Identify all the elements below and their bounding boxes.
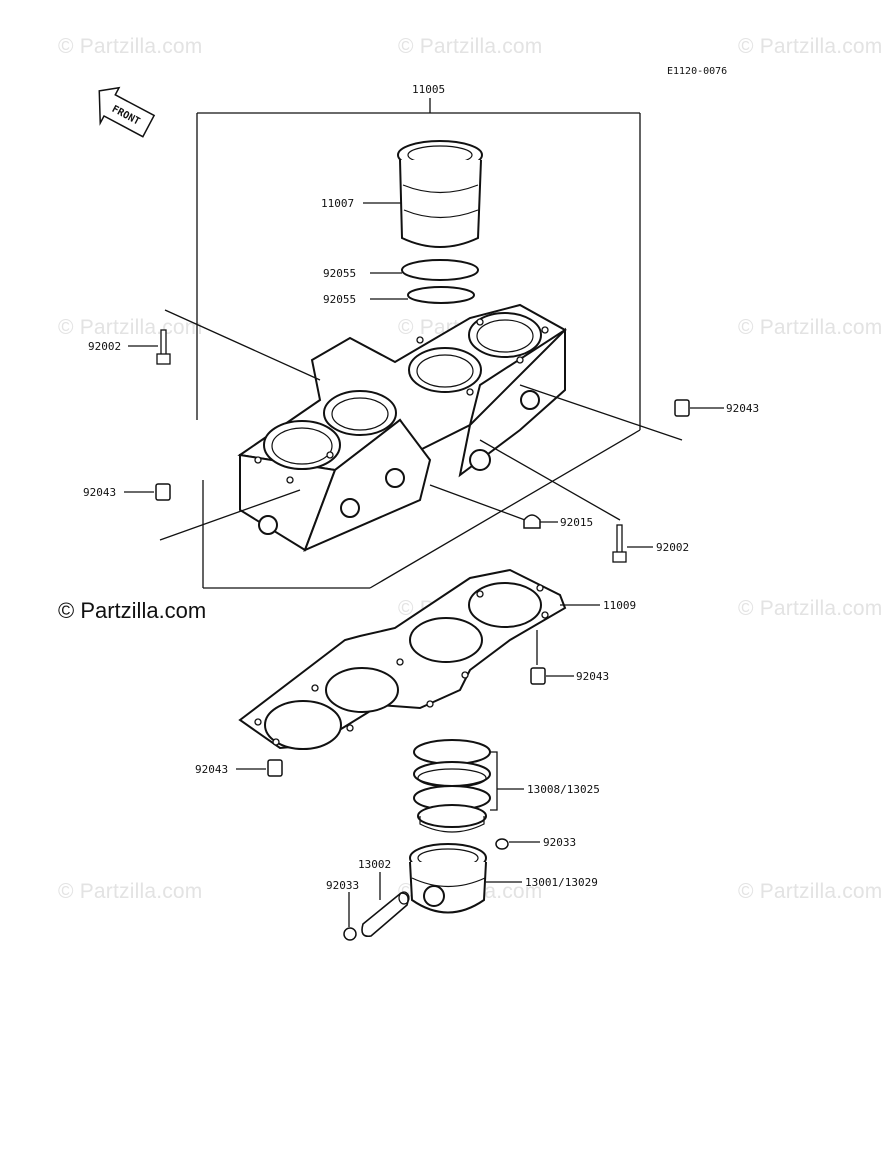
cylinder-block xyxy=(237,303,567,552)
circlip-right xyxy=(495,838,509,850)
part-label-92043-right-top: 92043 xyxy=(726,402,759,415)
watermark: © Partzilla.com xyxy=(738,316,883,339)
part-label-92002-right: 92002 xyxy=(656,541,689,554)
cylinder-assembly-bracket xyxy=(196,98,641,589)
dowel-gasket-right xyxy=(530,667,546,685)
dowel-gasket-left xyxy=(267,759,283,777)
head-gasket xyxy=(238,568,567,750)
part-label-92055-a: 92055 xyxy=(323,267,356,280)
piston-rings xyxy=(413,739,491,833)
part-label-92043-left: 92043 xyxy=(83,486,116,499)
part-label-92015: 92015 xyxy=(560,516,593,529)
part-label-92033-left: 92033 xyxy=(326,879,359,892)
dowel-right-top xyxy=(674,399,690,417)
part-label-92033-right: 92033 xyxy=(543,836,576,849)
o-rings xyxy=(401,259,479,304)
watermark: © Partzilla.com xyxy=(738,880,883,903)
part-label-92055-b: 92055 xyxy=(323,293,356,306)
watermark: © Partzilla.com xyxy=(58,880,203,903)
dowel-left xyxy=(155,483,171,501)
cylinder-sleeve xyxy=(397,140,483,248)
watermark: © Partzilla.com xyxy=(738,597,883,620)
part-label-13001-13029: 13001/13029 xyxy=(525,876,598,889)
piston xyxy=(409,843,487,914)
brand-watermark: © Partzilla.com xyxy=(58,598,207,623)
watermark: © Partzilla.com xyxy=(398,35,543,58)
part-label-13008-13025: 13008/13025 xyxy=(527,783,600,796)
plug xyxy=(523,514,541,529)
part-label-92002-left: 92002 xyxy=(88,340,121,353)
part-label-13002: 13002 xyxy=(358,858,391,871)
piston-pin xyxy=(361,891,410,938)
part-label-92043-gasket-right: 92043 xyxy=(576,670,609,683)
part-label-11005: 11005 xyxy=(412,83,445,96)
part-label-11009: 11009 xyxy=(603,599,636,612)
watermark: © Partzilla.com xyxy=(738,35,883,58)
part-label-11007: 11007 xyxy=(321,197,354,210)
part-label-92043-gasket-left: 92043 xyxy=(195,763,228,776)
circlip-left xyxy=(343,927,357,941)
watermark: © Partzilla.com xyxy=(58,35,203,58)
bolt-right xyxy=(612,524,627,563)
diagram-code: E1120-0076 xyxy=(667,66,728,77)
bolt-left xyxy=(156,329,171,365)
front-arrow-icon: FRONT xyxy=(98,86,156,138)
